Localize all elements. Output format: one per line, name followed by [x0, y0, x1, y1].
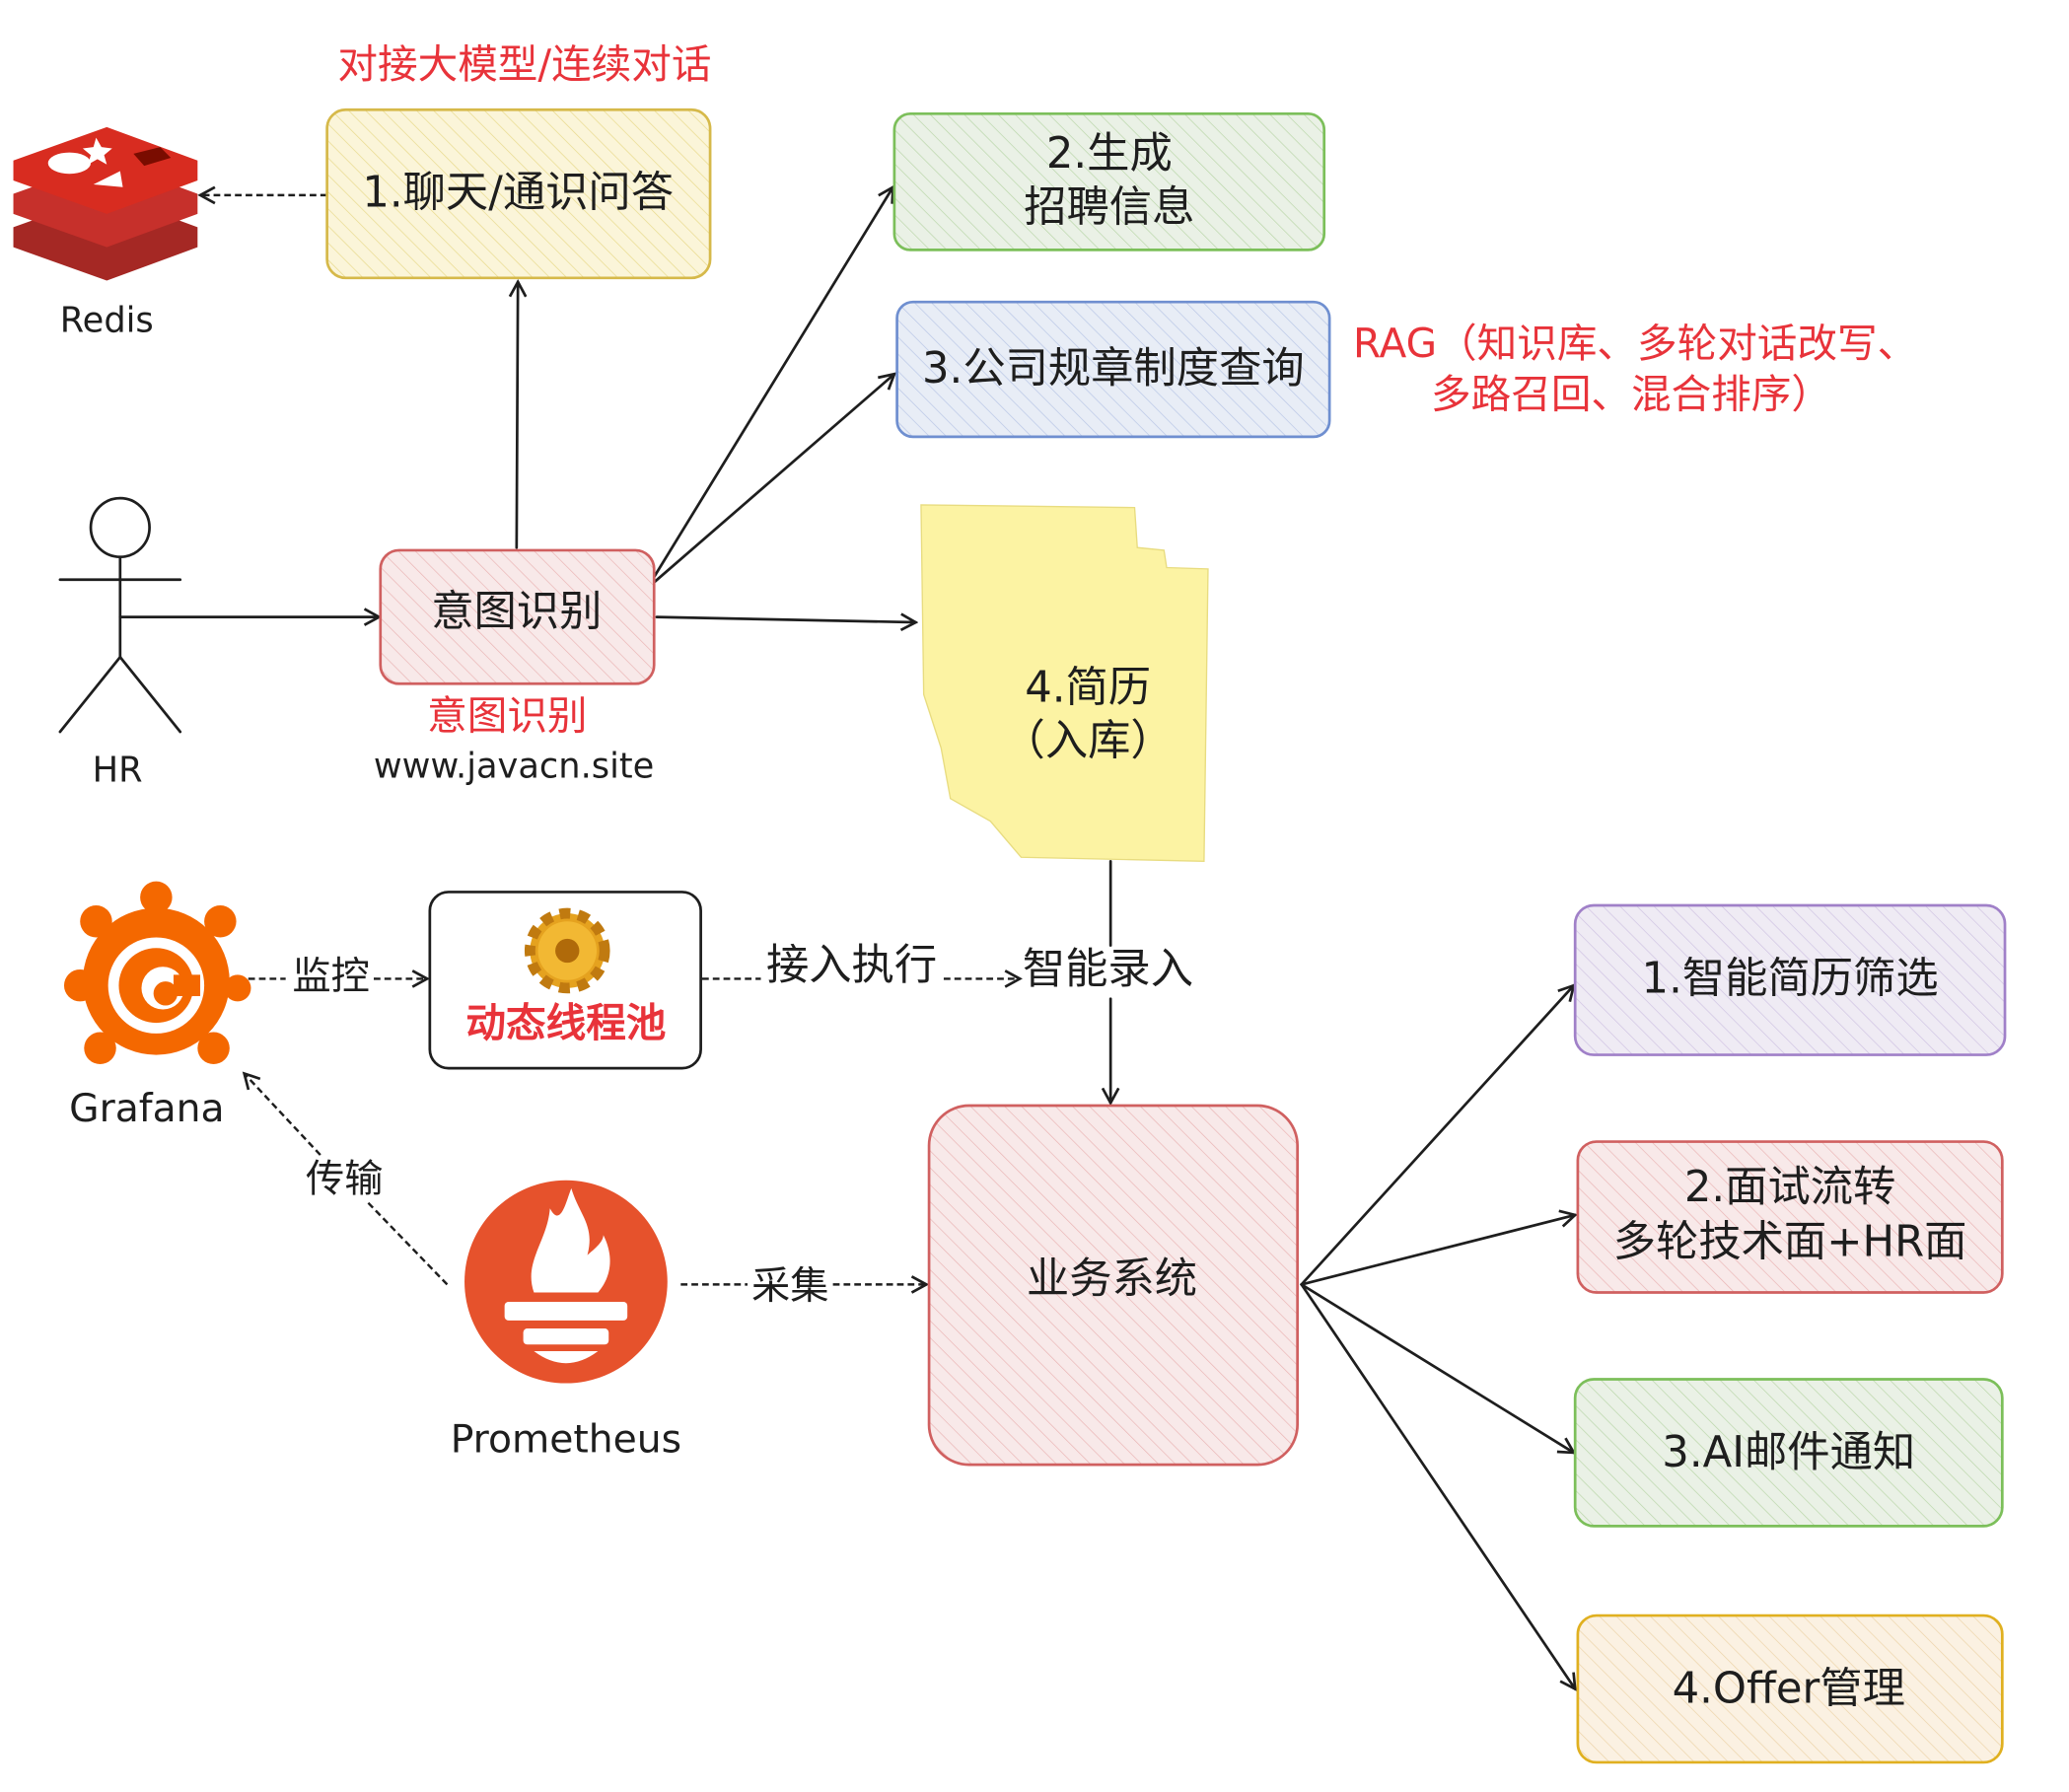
arrow-intent-to-resume: [655, 617, 916, 622]
redis-label: Redis: [60, 300, 154, 340]
dynamic-thread-pool-box[interactable]: 动态线程池: [428, 891, 702, 1070]
intent-note: 意图识别: [427, 691, 587, 739]
email-label: 3.AI邮件通知: [1662, 1428, 1915, 1477]
arrow-business-to-screening: [1300, 985, 1574, 1286]
prometheus-label: Prometheus: [451, 1418, 681, 1463]
screening-label: 1.智能简历筛选: [1642, 955, 1939, 1004]
arrow-business-to-email: [1300, 1283, 1574, 1453]
intent-label: 意图识别: [431, 587, 602, 636]
rag-note-line1: RAG（知识库、多轮对话改写、: [1353, 320, 1917, 367]
dash-transfer-a: [366, 1200, 449, 1286]
grafana-icon: [63, 881, 251, 1065]
offer-label: 4.Offer管理: [1673, 1665, 1905, 1714]
smart-entry-label: 智能录入: [1023, 945, 1193, 994]
chat-qa-label: 1.聊天/通识问答: [362, 168, 674, 217]
policy-query-label: 3.公司规章制度查询: [922, 344, 1305, 394]
arrow-business-to-interview: [1300, 1215, 1575, 1286]
offer-management-box[interactable]: 4.Offer管理: [1576, 1613, 2004, 1764]
access-exec-label: 接入执行: [766, 941, 937, 990]
transfer-label: 传输: [306, 1158, 384, 1202]
site-label: www.javacn.site: [374, 747, 654, 787]
interview-label-line2: 多轮技术面+HR面: [1613, 1217, 1967, 1266]
chat-qa-box[interactable]: 1.聊天/通识问答: [325, 108, 712, 280]
collect-label: 采集: [751, 1264, 829, 1309]
prometheus-icon: [464, 1180, 668, 1384]
connectors: [118, 187, 1575, 1689]
thread-pool-label: 动态线程池: [465, 999, 666, 1046]
generate-label-line1: 2.生成: [1046, 129, 1173, 179]
intent-recognition-box[interactable]: 意图识别: [379, 548, 656, 685]
arrow-prometheus-to-grafana: [245, 1074, 321, 1156]
resume-screening-box[interactable]: 1.智能简历筛选: [1573, 903, 2007, 1056]
monitor-label: 监控: [292, 955, 369, 999]
business-label: 业务系统: [1027, 1254, 1197, 1304]
hr-person-icon: [58, 496, 182, 734]
grafana-label: Grafana: [69, 1087, 224, 1131]
hr-label: HR: [93, 751, 143, 791]
redis-icon: [13, 126, 198, 281]
arrow-intent-to-policy: [652, 374, 894, 584]
rag-note-line2: 多路召回、混合排序）: [1431, 370, 1831, 417]
arrow-intent-to-gen: [652, 187, 892, 579]
business-system-box[interactable]: 业务系统: [927, 1104, 1300, 1467]
resume-label-line2: （入库）: [1003, 717, 1174, 766]
arrow-intent-to-chat: [517, 282, 518, 549]
interview-flow-box[interactable]: 2.面试流转 多轮技术面+HR面: [1576, 1140, 2004, 1294]
llm-note: 对接大模型/连续对话: [337, 40, 711, 88]
resume-label-line1: 4.简历: [1025, 664, 1151, 713]
interview-label-line1: 2.面试流转: [1684, 1163, 1895, 1212]
gear-icon: [524, 907, 610, 994]
generate-recruitment-box[interactable]: 2.生成 招聘信息: [892, 111, 1326, 251]
arrow-business-to-offer: [1300, 1283, 1575, 1688]
policy-query-box[interactable]: 3.公司规章制度查询: [895, 300, 1331, 439]
resume-storage-note[interactable]: 4.简历 （入库）: [920, 504, 1209, 862]
generate-label-line2: 招聘信息: [1024, 182, 1194, 232]
ai-email-box[interactable]: 3.AI邮件通知: [1573, 1378, 2004, 1528]
